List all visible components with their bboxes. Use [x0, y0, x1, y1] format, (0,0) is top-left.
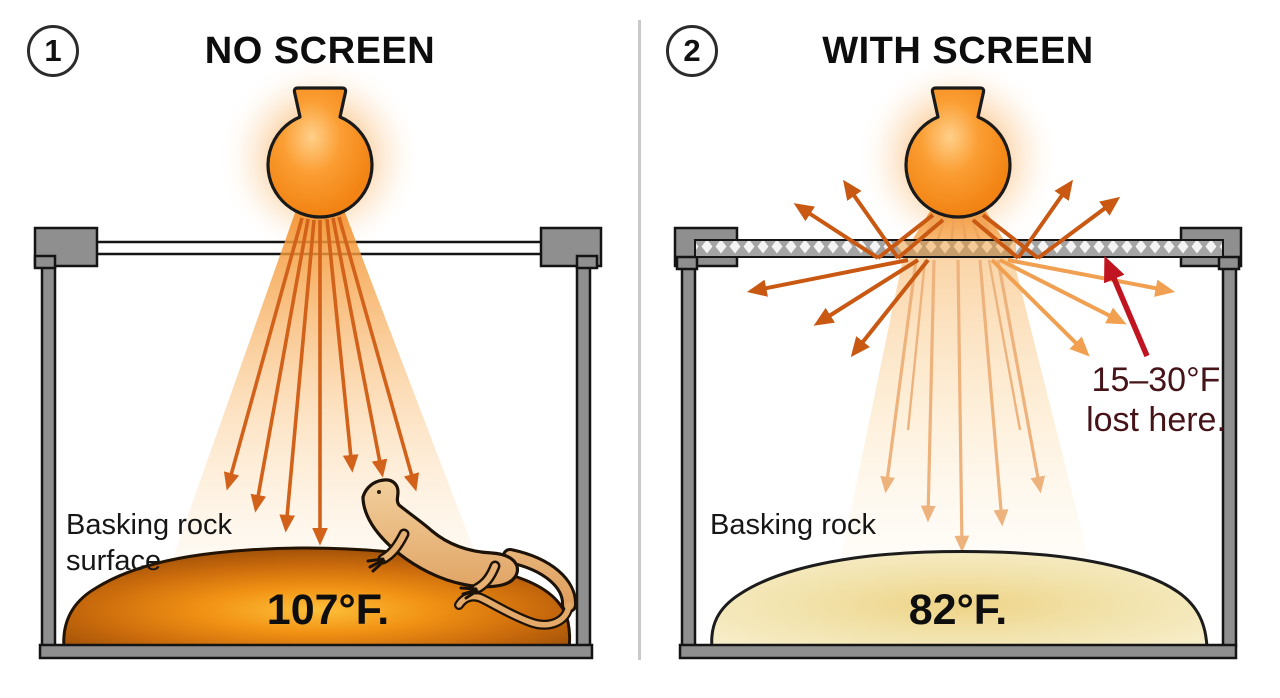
heat-lamp-1: [266, 86, 374, 219]
tank-bracket-step: [675, 255, 699, 271]
heat-loss-arrow: [1104, 255, 1150, 358]
tank-right-wall: [1221, 252, 1238, 648]
rock-temperature-2: 82°F.: [908, 586, 1008, 634]
terrarium-1: [33, 226, 603, 648]
tank-corner-bracket: [33, 226, 99, 268]
panel-no-screen: [33, 56, 603, 660]
heat-rays-1: [223, 216, 420, 546]
rock-label-2: Basking rock: [710, 509, 877, 541]
step-badge-1: 1: [27, 25, 79, 77]
heat-cone-1: [170, 210, 480, 566]
tank-bottom: [38, 643, 594, 660]
reflected-rays: [746, 179, 1176, 358]
step-badge-2: 2: [666, 25, 718, 77]
panel-with-screen: [673, 56, 1243, 660]
mesh-screen-hot-spot: [898, 241, 1016, 256]
heat-loss-line: lost here.: [1086, 401, 1226, 439]
tank-bottom: [678, 643, 1238, 660]
tank-left-wall: [680, 252, 697, 648]
panel-title-no-screen: NO SCREEN: [204, 30, 436, 72]
tank-right-wall: [575, 252, 592, 648]
weak-heat-cone-2: [838, 258, 1092, 572]
mesh-screen: [694, 239, 1224, 258]
lizard: [361, 478, 577, 630]
step-number: 1: [44, 33, 62, 68]
step-number: 2: [683, 33, 701, 68]
tank-left-wall: [40, 252, 57, 648]
heat-loss-label: 15–30°F lost here.: [1054, 360, 1258, 440]
heat-lamp-2: [904, 86, 1012, 219]
basking-rock-2: [710, 550, 1209, 650]
rock-temperature-1: 107°F.: [266, 586, 390, 634]
tank-bracket-step: [1217, 255, 1241, 271]
lizard-body: [361, 478, 520, 589]
heat-loss-line: 15–30°F: [1091, 361, 1221, 399]
tank-bracket-step: [33, 254, 57, 270]
rock-label-line: surface: [66, 545, 162, 577]
tank-bracket-step: [575, 254, 599, 270]
weak-heat-rays-2: [880, 259, 1046, 553]
panel-divider: [638, 20, 641, 660]
rock-label-line: Basking rock: [66, 509, 233, 541]
lizard-eye: [377, 490, 381, 494]
panel-title-with-screen: WITH SCREEN: [822, 30, 1094, 72]
rock-label-1: Basking rock surface: [66, 507, 232, 579]
